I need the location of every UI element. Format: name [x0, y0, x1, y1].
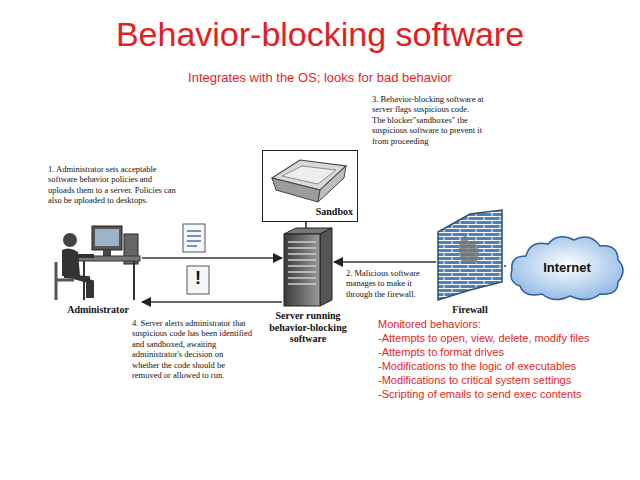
- flow-arrow: [142, 257, 282, 259]
- monitor: [92, 226, 122, 250]
- firewall: Firewall: [436, 208, 504, 302]
- screen: [95, 229, 119, 246]
- step-note: 1. Administrator sets acceptable softwar…: [48, 164, 178, 206]
- connector-line: [504, 265, 506, 267]
- chair: [56, 262, 74, 300]
- step-note: 3. Behavior-blocking software at server …: [372, 94, 484, 146]
- step-note: 2. Malicious software manages to make it…: [346, 268, 440, 299]
- list-heading: Monitored behaviors:: [378, 318, 636, 331]
- node-label: Sandbox: [316, 206, 353, 218]
- firewall-figure: [438, 210, 502, 300]
- internet-cloud: Internet: [506, 230, 628, 304]
- administrator-figure: [56, 226, 140, 300]
- flame: [459, 234, 479, 264]
- server-bays: [288, 242, 316, 284]
- flow-arrow: [142, 301, 282, 303]
- torso: [62, 248, 80, 276]
- alert-icon: [187, 266, 209, 294]
- server-front: [284, 234, 320, 306]
- arm: [76, 254, 94, 258]
- server-side: [320, 228, 332, 306]
- list-item: -Attempts to format drives: [378, 346, 636, 359]
- connector-line: [305, 222, 307, 228]
- sandbox-box: Sandbox: [262, 150, 358, 222]
- administrator-station: Administrator: [54, 222, 142, 302]
- list-item: -Scripting of emails to send exec conten…: [378, 388, 636, 401]
- document-lines: [187, 231, 201, 246]
- step-note: 4. Server alerts administrator that susp…: [132, 318, 252, 380]
- alert-symbol: !: [187, 268, 209, 290]
- cloud-label: Internet: [506, 260, 628, 275]
- server-figure: [284, 228, 332, 306]
- server: Server running behavior-blocking softwar…: [282, 228, 334, 308]
- node-label: Administrator: [53, 304, 143, 316]
- subtitle: Integrates with the OS; looks for bad be…: [110, 70, 530, 86]
- document: [183, 224, 205, 252]
- sandbox-tray: [272, 160, 346, 202]
- brick-wall: [438, 210, 502, 300]
- list-item: -Attempts to open, view, delete, modify …: [378, 332, 636, 345]
- flow-arrow: [334, 261, 436, 263]
- node-label: Firewall: [435, 304, 505, 316]
- policy-document-icon: [183, 224, 205, 252]
- title: Behavior-blocking software: [0, 14, 640, 54]
- head: [63, 233, 77, 247]
- monitor-stand: [103, 250, 111, 256]
- list-item: -Modifications to the logic of executabl…: [378, 360, 636, 373]
- node-label: Server running behavior-blocking softwar…: [260, 310, 356, 345]
- sand: [282, 166, 336, 184]
- list-item: -Modifications to critical system settin…: [378, 374, 636, 387]
